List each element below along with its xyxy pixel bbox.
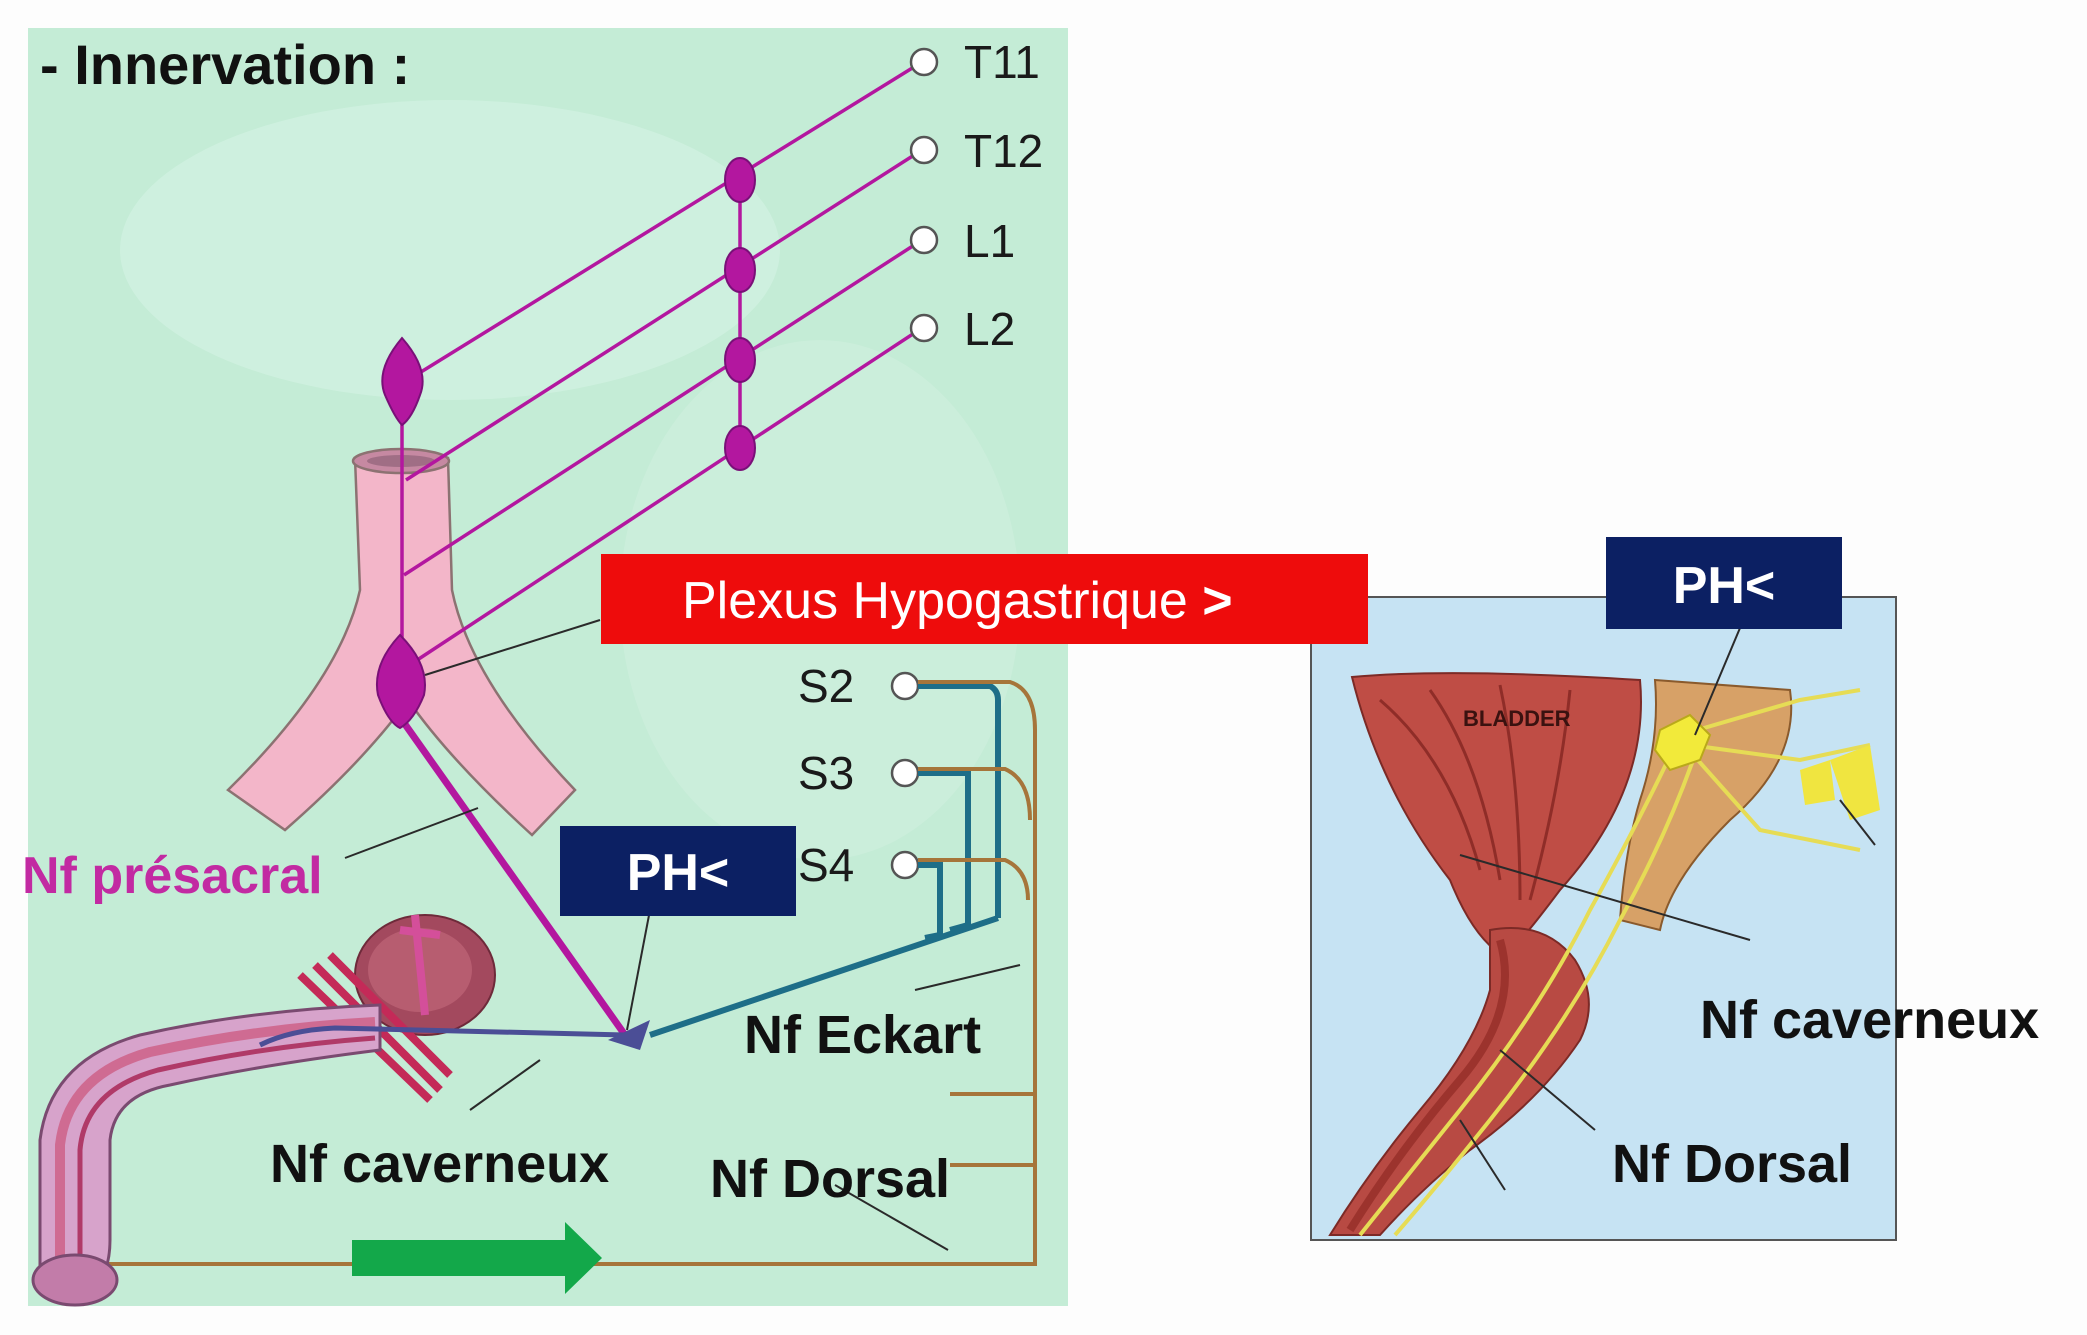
segment-label-t11: T11 (964, 36, 1040, 88)
segment-label-s3: S3 (798, 747, 854, 799)
segment-dot-s3 (890, 758, 920, 788)
segment-label-s2: S2 (798, 660, 854, 712)
segment-label-t12: T12 (964, 125, 1043, 177)
leader-lines (344, 619, 1021, 1251)
right-leader-lines (1459, 627, 1876, 1191)
label-nf-caverneux-right: Nf caverneux (1700, 990, 2039, 1050)
segment-dot-t11 (909, 47, 939, 77)
parasympathetic-fibers (649, 683, 1001, 1038)
segment-label-l1: L1 (964, 215, 1015, 267)
plexus-name: Plexus Hypogastrique (682, 572, 1188, 630)
segment-dot-t12 (909, 135, 939, 165)
sympathetic-ganglia (376, 157, 756, 730)
penis (31, 1003, 382, 1307)
label-nf-dorsal-left: Nf Dorsal (710, 1149, 950, 1209)
label-nf-dorsal-right: Nf Dorsal (1612, 1134, 1852, 1194)
ph-inferior-label-right: PH< (1673, 557, 1776, 615)
right-panel-nerves (1358, 688, 1871, 1237)
label-nf-presacral: Nf présacral (22, 847, 323, 905)
chain-ganglion (724, 247, 756, 293)
segment-dot-s4 (890, 850, 920, 880)
chain-ganglion (724, 337, 756, 383)
chain-ganglion (724, 425, 756, 471)
ph-inferior-box-left: PH< (560, 826, 796, 916)
label-nf-eckart: Nf Eckart (744, 1005, 981, 1065)
diagram-title: - Innervation : (40, 33, 410, 96)
pudendal-nerve (95, 680, 1037, 1266)
ph-inferior-label-left: PH< (627, 844, 730, 902)
spinal-segment-markers (890, 47, 939, 880)
panel-light-patch (120, 100, 780, 400)
cavernous-nerve (258, 1020, 650, 1050)
segment-dot-l1 (909, 225, 939, 255)
plexus-hypogastrique-box: Plexus Hypogastrique > (601, 554, 1368, 644)
segment-dot-s2 (890, 671, 920, 701)
pelvic-plexus-illustration (1653, 713, 1712, 772)
plexus-hypogastrique-label: Plexus Hypogastrique > (682, 572, 1233, 630)
prostate (297, 914, 496, 1103)
superior-hypogastric-plexus (376, 633, 426, 730)
right-panel: BLADDER Nf caverneux Nf Dorsal PH< (1310, 537, 2039, 1241)
ph-inferior-box-right: PH< (1606, 537, 1842, 629)
left-panel (28, 28, 1068, 1306)
label-bladder: BLADDER (1463, 706, 1571, 731)
segment-dot-l2 (909, 313, 939, 343)
chain-ganglion (724, 157, 756, 203)
segment-label-s4: S4 (798, 839, 854, 891)
segment-labels: T11 T12 L1 L2 S2 S3 S4 (798, 36, 1043, 891)
label-nf-caverneux-left: Nf caverneux (270, 1134, 609, 1194)
sympathetic-fibers (399, 60, 923, 1038)
segment-label-l2: L2 (964, 303, 1015, 355)
direction-arrow (352, 1222, 602, 1294)
plexus-superior-symbol: > (1202, 572, 1232, 630)
superior-mesenteric-ganglion (381, 336, 424, 427)
